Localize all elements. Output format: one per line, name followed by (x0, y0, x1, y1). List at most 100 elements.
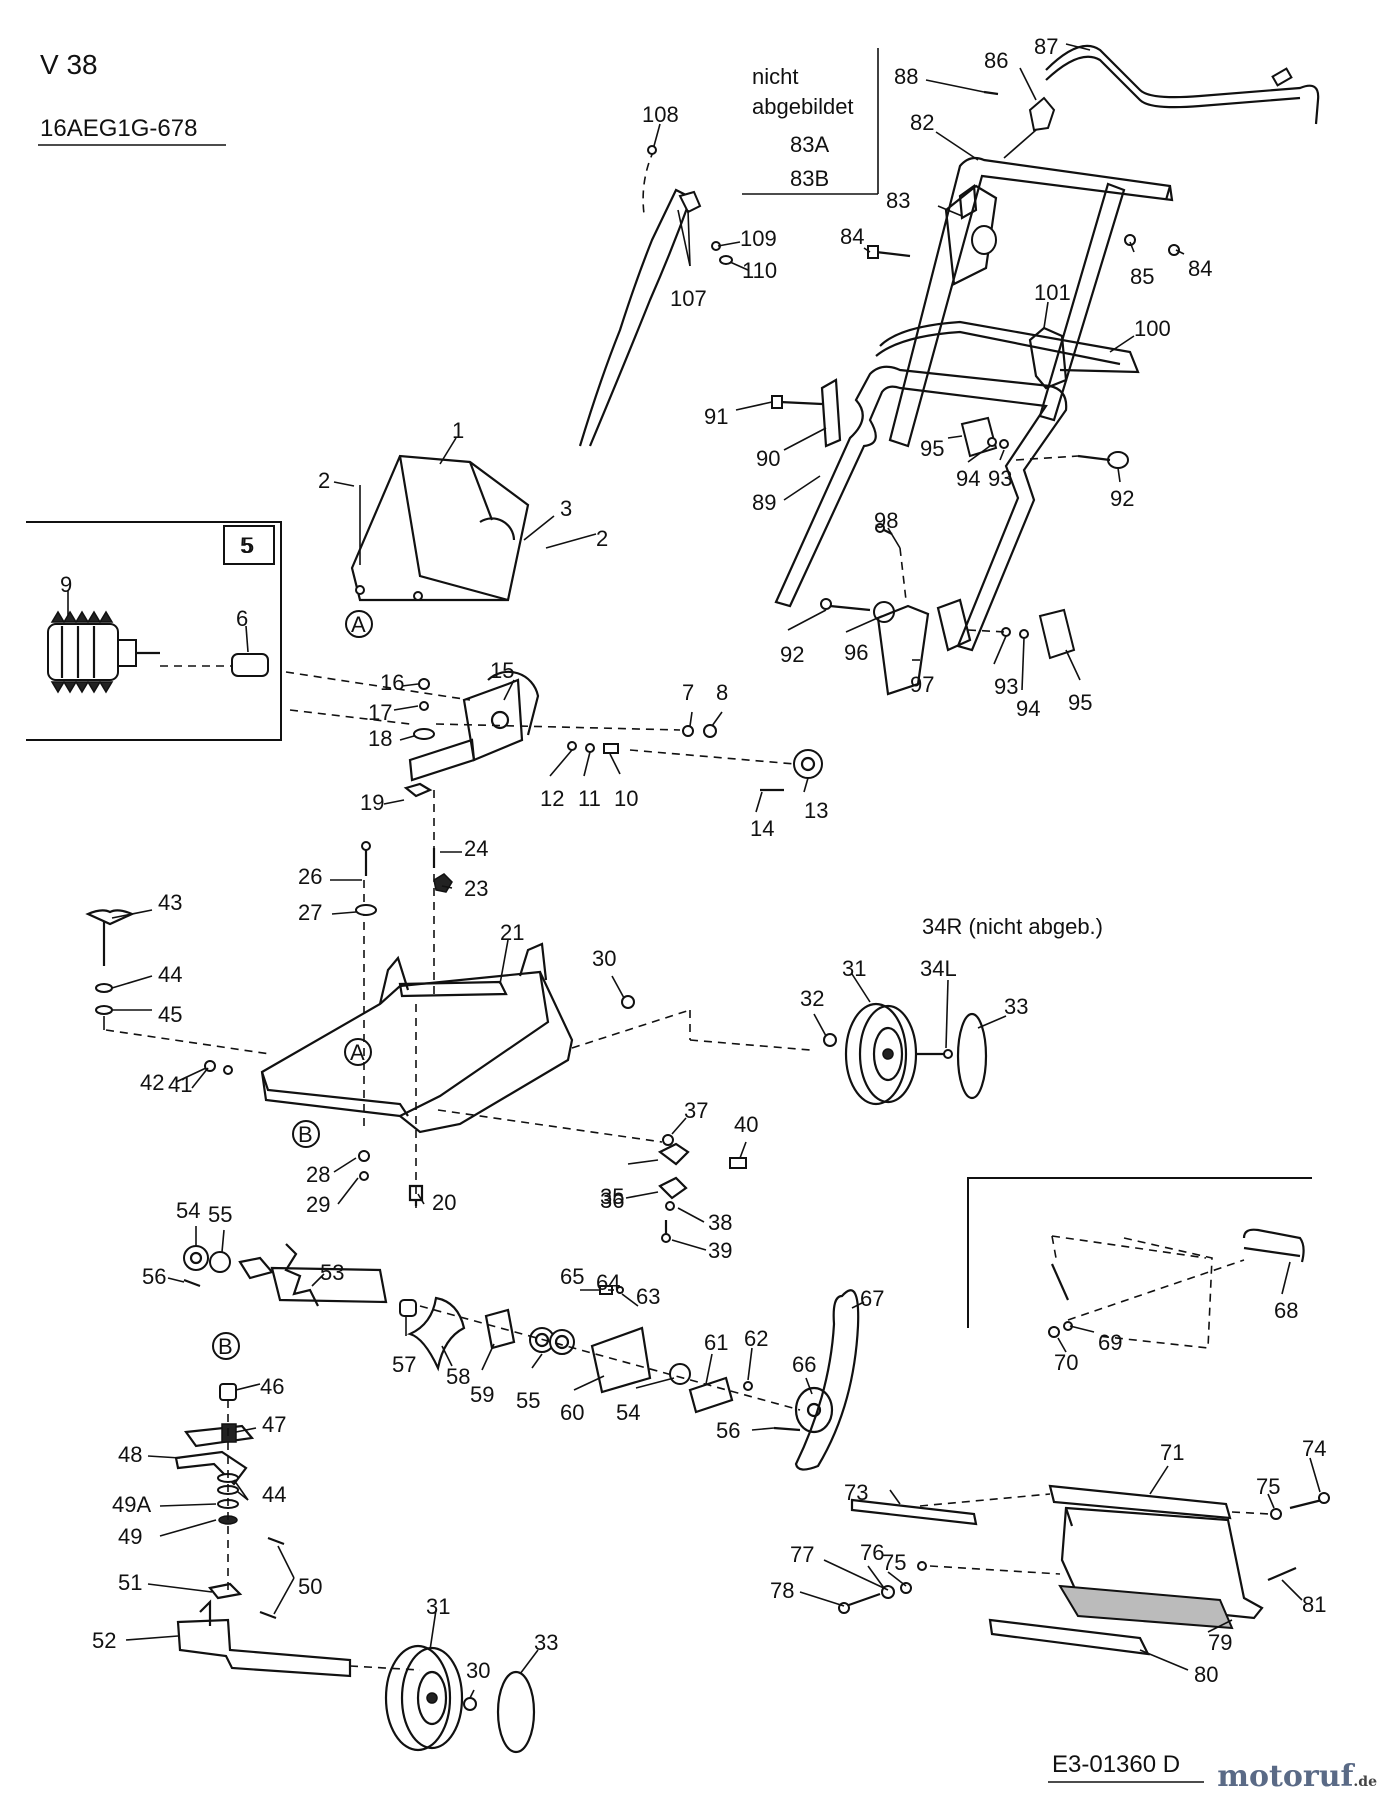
part-label-95: 95 (1068, 690, 1092, 715)
part-label-84: 84 (1188, 256, 1212, 281)
part-label-66: 66 (792, 1352, 816, 1377)
part-label-30: 30 (466, 1658, 490, 1683)
part-label-48: 48 (118, 1442, 142, 1467)
part-label-9: 9 (60, 572, 72, 597)
part-label-62: 62 (744, 1326, 768, 1351)
callout-letters: A A B B (212, 610, 373, 1360)
part-label-55: 55 (208, 1202, 232, 1227)
part-label-79: 79 (1208, 1630, 1232, 1655)
part-label-60: 60 (560, 1400, 584, 1425)
rear-axle-assembly (174, 1383, 421, 1678)
part-label-2: 2 (596, 526, 608, 551)
part-label-94: 94 (1016, 696, 1040, 721)
part-label-40: 40 (734, 1112, 758, 1137)
part-label-30: 30 (592, 946, 616, 971)
part-label-101: 101 (1034, 280, 1071, 305)
watermark-tld: .de (1353, 1774, 1377, 1790)
part-label-24: 24 (464, 836, 488, 861)
part-label-71: 71 (1160, 1440, 1184, 1465)
motor-cover (350, 454, 530, 602)
part-label-15: 15 (490, 658, 514, 683)
callout-a-1: A (351, 612, 366, 637)
grassbox-flap (838, 1484, 1330, 1656)
part-label-31: 31 (426, 1594, 450, 1619)
part-label-45: 45 (158, 1002, 182, 1027)
part-label-43: 43 (158, 890, 182, 915)
part-label-92: 92 (1110, 486, 1134, 511)
part-label-107: 107 (670, 286, 707, 311)
part-label-17: 17 (368, 700, 392, 725)
motor-bracket (285, 670, 823, 798)
height-adjuster (85, 909, 135, 1030)
part-label-2: 2 (318, 468, 330, 493)
part-label-20: 20 (432, 1190, 456, 1215)
part-label-75: 75 (1256, 1474, 1280, 1499)
part-label-83: 83 (886, 188, 910, 213)
part-label-54: 54 (616, 1400, 640, 1425)
part-label-13: 13 (804, 798, 828, 823)
cable (578, 145, 733, 447)
part-labels: 1223567891011121314151617181920212324262… (60, 34, 1326, 1699)
rear-bracket (657, 1134, 747, 1243)
part-label-89: 89 (752, 490, 776, 515)
part-label-27: 27 (298, 900, 322, 925)
callout-b-1: B (298, 1122, 313, 1147)
part-label-29: 29 (306, 1192, 330, 1217)
drawing-code-text: E3-01360 D (1052, 1751, 1180, 1778)
part-label-34L: 34L (920, 956, 957, 981)
part-label-86: 86 (984, 48, 1008, 73)
drawing-code: E3-01360 D (1048, 1751, 1204, 1783)
motor-inset: 5 (26, 521, 282, 741)
part-label-76: 76 (860, 1540, 884, 1565)
part-label-42: 42 (140, 1070, 164, 1095)
part-label-57: 57 (392, 1352, 416, 1377)
part-label-54: 54 (176, 1198, 200, 1223)
callout-a-2: A (350, 1040, 365, 1065)
part-label-12: 12 (540, 786, 564, 811)
part-label-35: 35 (600, 1184, 624, 1209)
watermark-logo: motoruf.de (1217, 1759, 1377, 1794)
part-label-109: 109 (740, 226, 777, 251)
note-item-83b: 83B (790, 166, 829, 191)
part-label-44: 44 (158, 962, 182, 987)
part-label-33: 33 (1004, 994, 1028, 1019)
part-label-81: 81 (1302, 1592, 1326, 1617)
part-label-92: 92 (780, 642, 804, 667)
grassbox-inset (967, 1177, 1312, 1349)
part-label-6: 6 (236, 606, 248, 631)
part-label-97: 97 (910, 672, 934, 697)
part-label-36: 36 (600, 1188, 624, 1213)
model-title: V 38 (40, 49, 98, 80)
part-label-95: 95 (920, 436, 944, 461)
part-label-33: 33 (534, 1630, 558, 1655)
part-label-8: 8 (716, 680, 728, 705)
note-text-2: abgebildet (752, 94, 854, 119)
not-shown-note: nicht abgebildet 83A 83B (742, 48, 879, 195)
rear-wheel (384, 1644, 536, 1754)
part-label-5: 5 (240, 533, 252, 558)
part-label-61: 61 (704, 1330, 728, 1355)
part-label-11: 11 (578, 786, 601, 811)
roller-shaft-assembly (183, 1243, 860, 1471)
part-label-68: 68 (1274, 1298, 1298, 1323)
part-label-82: 82 (910, 110, 934, 135)
part-label-88: 88 (894, 64, 918, 89)
part-label-85: 85 (1130, 264, 1154, 289)
part-label-91: 91 (704, 404, 728, 429)
note-34r: 34R (nicht abgeb.) (922, 914, 1103, 939)
part-label-26: 26 (298, 864, 322, 889)
part-label-51: 51 (118, 1570, 142, 1595)
part-label-32: 32 (800, 986, 824, 1011)
part-label-46: 46 (260, 1374, 284, 1399)
part-label-73: 73 (844, 1480, 868, 1505)
part-label-100: 100 (1134, 316, 1171, 341)
part-label-3: 3 (560, 496, 572, 521)
part-label-80: 80 (1194, 1662, 1218, 1687)
part-label-59: 59 (470, 1382, 494, 1407)
part-label-58: 58 (446, 1364, 470, 1389)
callout-b-2: B (218, 1334, 233, 1359)
part-label-93: 93 (994, 674, 1018, 699)
part-label-108: 108 (642, 102, 679, 127)
part-label-31: 31 (842, 956, 866, 981)
part-label-78: 78 (770, 1578, 794, 1603)
